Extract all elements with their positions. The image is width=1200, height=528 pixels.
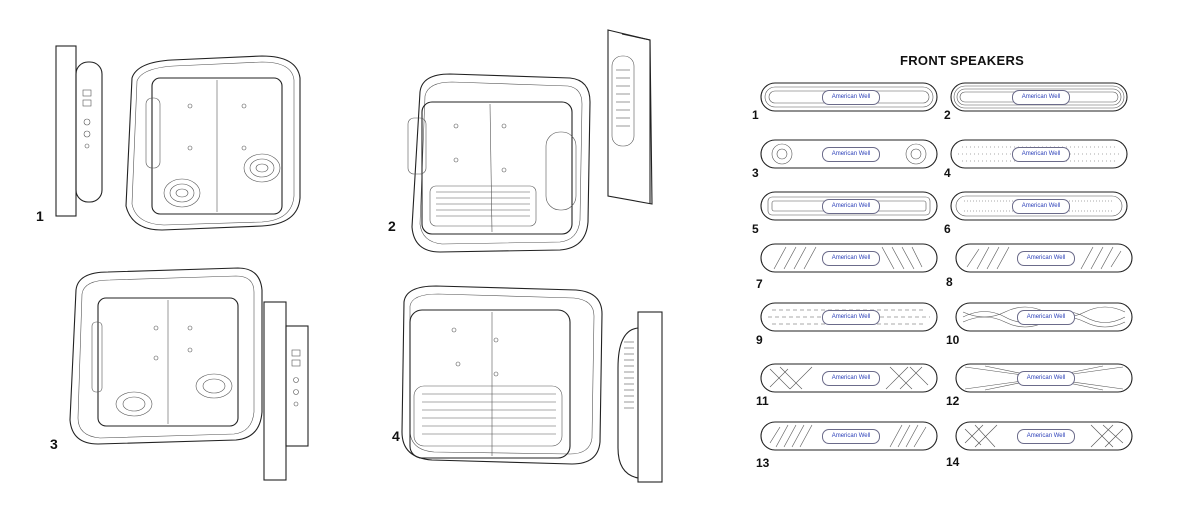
speaker-brand-label: American Well bbox=[1017, 310, 1075, 325]
speaker-variant-4: American Well bbox=[950, 139, 1128, 169]
speaker-variant-label: 3 bbox=[752, 166, 759, 180]
speaker-variant-9: American Well bbox=[760, 302, 938, 332]
device-view-1-back bbox=[125, 55, 301, 231]
view-1-label: 1 bbox=[36, 208, 44, 224]
device-view-4-side bbox=[617, 311, 663, 483]
speaker-variant-1: American Well bbox=[760, 82, 938, 112]
speaker-variant-label: 10 bbox=[946, 333, 960, 347]
speaker-variant-label: 6 bbox=[944, 222, 951, 236]
speaker-variant-8: American Well bbox=[955, 243, 1133, 273]
speaker-grille-13 bbox=[760, 421, 938, 451]
speaker-variant-label: 13 bbox=[756, 456, 770, 470]
speaker-variant-label: 1 bbox=[752, 108, 759, 122]
view-2-label: 2 bbox=[388, 218, 396, 234]
speaker-brand-label: American Well bbox=[822, 371, 880, 386]
device-view-4-back bbox=[401, 285, 603, 465]
speaker-grille-3 bbox=[760, 139, 938, 169]
speaker-variant-5: American Well bbox=[760, 191, 938, 221]
speaker-variant-12: American Well bbox=[955, 363, 1133, 393]
view-3-label: 3 bbox=[50, 436, 58, 452]
speaker-variant-6: American Well bbox=[950, 191, 1128, 221]
speaker-brand-label: American Well bbox=[1017, 429, 1075, 444]
speaker-grille-7 bbox=[760, 243, 938, 273]
speaker-brand-label: American Well bbox=[822, 199, 880, 214]
speaker-brand-label: American Well bbox=[1012, 147, 1070, 162]
view-4-label: 4 bbox=[392, 428, 400, 444]
speaker-variant-label: 9 bbox=[756, 333, 763, 347]
speaker-grille-14 bbox=[955, 421, 1133, 451]
speaker-variant-label: 14 bbox=[946, 455, 960, 469]
speaker-variant-label: 11 bbox=[756, 394, 769, 408]
device-view-3-side bbox=[263, 301, 309, 481]
speaker-brand-label: American Well bbox=[1012, 90, 1070, 105]
speaker-brand-label: American Well bbox=[822, 147, 880, 162]
device-view-1-side bbox=[55, 45, 103, 217]
device-view-2-side bbox=[607, 29, 653, 205]
speaker-variant-11: American Well bbox=[760, 363, 938, 393]
speaker-variant-7: American Well bbox=[760, 243, 938, 273]
speaker-grille-8 bbox=[955, 243, 1133, 273]
speaker-variant-10: American Well bbox=[955, 302, 1133, 332]
speaker-brand-label: American Well bbox=[1012, 199, 1070, 214]
device-view-3-back bbox=[69, 267, 263, 445]
speaker-variant-label: 5 bbox=[752, 222, 759, 236]
speaker-variant-label: 12 bbox=[946, 394, 960, 408]
speaker-variant-label: 4 bbox=[944, 166, 951, 180]
speaker-grille-2 bbox=[950, 82, 1128, 112]
speaker-grille-11 bbox=[760, 363, 938, 393]
speaker-variant-label: 8 bbox=[946, 275, 953, 289]
speaker-brand-label: American Well bbox=[1017, 371, 1075, 386]
speaker-variant-label: 2 bbox=[944, 108, 951, 122]
speaker-variant-13: American Well bbox=[760, 421, 938, 451]
speaker-variant-3: American Well bbox=[760, 139, 938, 169]
speaker-brand-label: American Well bbox=[822, 90, 880, 105]
speaker-brand-label: American Well bbox=[822, 251, 880, 266]
speaker-brand-label: American Well bbox=[822, 310, 880, 325]
speaker-variant-2: American Well bbox=[950, 82, 1128, 112]
speaker-brand-label: American Well bbox=[822, 429, 880, 444]
device-view-2-back bbox=[407, 73, 591, 253]
speaker-variant-label: 7 bbox=[756, 277, 763, 291]
front-speakers-heading: FRONT SPEAKERS bbox=[900, 53, 1025, 68]
speaker-variant-14: American Well bbox=[955, 421, 1133, 451]
speaker-brand-label: American Well bbox=[1017, 251, 1075, 266]
